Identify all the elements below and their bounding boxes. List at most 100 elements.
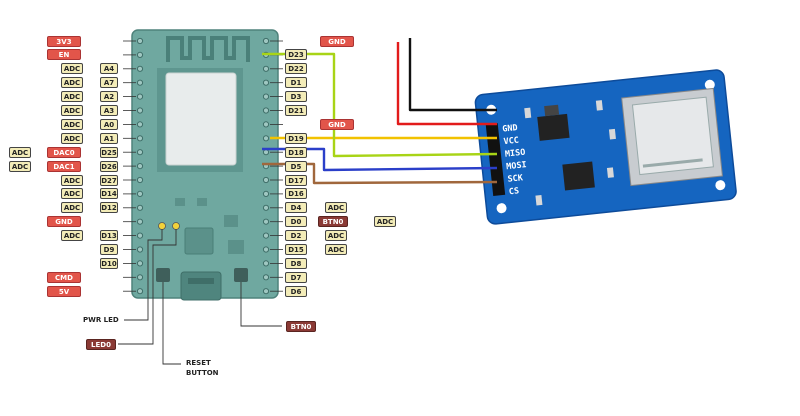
left-pin-hole [136,204,144,211]
left-pin-label: D14 [100,188,118,200]
left-adc-label: ADC [61,63,83,75]
left-adc-label: ADC [61,132,83,144]
right-pin-hole [262,149,270,156]
sd-card-module [474,69,737,225]
right-adc-label: ADC [325,202,347,214]
module-shield [165,72,237,166]
right-pin-hole [262,107,270,114]
left-dac-label: DAC1 [47,160,81,172]
left-adc-label: ADC [9,160,31,172]
left-pin-hole [136,107,144,114]
level-shifter-chip [562,161,595,191]
right-pin-hole [262,274,270,281]
left-pin-label: D10 [100,257,118,269]
left-pin-hole [136,37,144,45]
left-pin-label: A0 [100,118,118,130]
right-pin-hole [262,246,270,253]
right-pin-hole [262,135,270,142]
left-pin-label: A1 [100,132,118,144]
btn0-label: BTN0 [286,321,316,332]
left-pin-label: 5V [47,285,81,297]
right-pin-hole [262,204,270,211]
left-pin-label: D12 [100,202,118,214]
left-pin-label: D25 [100,146,118,158]
right-pin-hole [262,37,270,45]
pin-layer [123,37,283,295]
right-pin-hole [262,93,270,100]
right-pin-label: D21 [285,105,307,116]
right-adc-label: ADC [325,244,347,255]
led0-label: LED0 [86,339,116,350]
left-pin-hole [136,260,144,267]
bottom-pointers [118,229,282,365]
left-pin-label: D13 [100,230,118,242]
left-pin-label: A7 [100,77,118,89]
sd-pin-label: MISO [504,148,525,160]
left-pin-hole [136,163,144,170]
esp32-board [131,29,279,301]
usb-connector [180,271,222,301]
reset-label: RESET [186,359,211,367]
right-pin-hole [262,190,270,197]
led0 [172,222,180,230]
right-pin-label: D16 [285,188,307,200]
left-adc-label: ADC [9,146,31,158]
left-pin-hole [136,232,144,239]
reset-button [156,268,170,282]
pwr-led [158,222,166,230]
right-pin-hole [262,121,270,128]
sd-pin-label: GND [502,123,518,135]
left-pin-label: A4 [100,63,118,75]
left-dac-label: DAC0 [47,146,81,158]
left-pin-label: A3 [100,105,118,116]
antenna-trace [166,36,250,62]
usb-chip [184,227,214,255]
left-pin-hole [136,121,144,128]
left-pin-hole [136,79,144,86]
left-adc-label: ADC [61,105,83,116]
right-pin-label: GND [320,35,354,47]
left-pin-hole [136,246,144,253]
boot-button [234,268,248,282]
right-pin-label: D0 [285,216,307,228]
right-pin-label: D15 [285,244,307,255]
right-pin-hole [262,260,270,267]
vcc-wire [396,42,497,126]
left-pin-hole [136,149,144,156]
sd-pin-label: SCK [507,173,524,185]
left-pin-label: D9 [100,244,118,255]
right-adc-label: ADC [374,216,396,228]
right-pin-label: D6 [285,285,307,297]
right-pin-label: D3 [285,91,307,103]
left-pin-label: CMD [47,271,81,283]
right-pin-label: D8 [285,257,307,269]
right-pin-label: D23 [285,49,307,61]
left-adc-label: ADC [61,202,83,214]
right-pin-hole [262,176,270,184]
left-pin-label: EN [47,49,81,61]
left-adc-label: ADC [61,77,83,89]
right-pin-hole [262,79,270,86]
left-pin-hole [136,190,144,197]
left-pin-label: D27 [100,174,118,186]
right-pin-label: D4 [285,202,307,214]
voltage-regulator [537,113,570,141]
right-pin-label: GND [320,118,354,130]
left-pin-label: GND [47,216,81,228]
right-pin-label: D18 [285,146,307,158]
reset-label-2: BUTTON [186,369,219,377]
right-pin-label: D7 [285,271,307,283]
right-pin-label: D1 [285,77,307,89]
left-adc-label: ADC [61,91,83,103]
left-adc-label: ADC [61,230,83,242]
left-pin-hole [136,176,144,184]
left-pin-label: D26 [100,160,118,172]
sd-pin-label: CS [508,186,519,197]
left-adc-label: ADC [61,174,83,186]
right-pin-label: D17 [285,174,307,186]
right-pin-label: D5 [285,160,307,172]
right-pin-hole [262,218,270,225]
right-pin-label: D22 [285,63,307,75]
